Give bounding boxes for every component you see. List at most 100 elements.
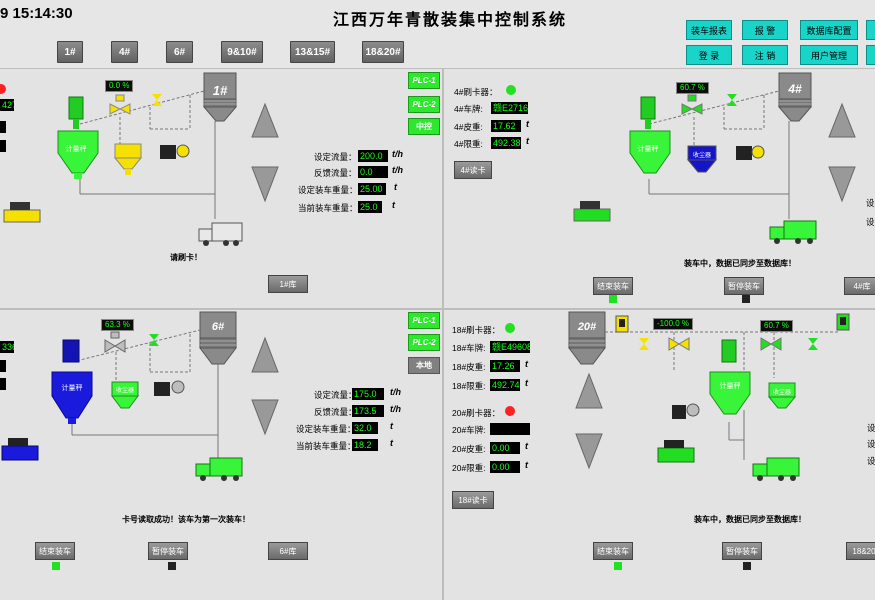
reader18-status-dot: [505, 323, 515, 333]
set-weight-label: 设定装车重量：: [298, 185, 358, 195]
db-config-button[interactable]: 数据库配置: [800, 20, 858, 40]
limit-value: 492.38: [491, 137, 521, 149]
current-weight-label: 当前装车重量：: [298, 203, 358, 213]
store-button[interactable]: 4#库: [844, 277, 875, 295]
silo-6-label: 6#: [212, 321, 225, 333]
logout-button[interactable]: 注 销: [742, 45, 788, 65]
nav-button-1[interactable]: 1#: [57, 41, 83, 63]
panel-silo-6: 6# 计量秤 收尘器 63.3 % 336 PLC-1 PL: [0, 310, 442, 600]
nav-button-9-10[interactable]: 9&10#: [221, 41, 263, 63]
plc1-button[interactable]: PLC-1: [408, 312, 440, 329]
current-weight-unit: t: [390, 438, 393, 448]
stop-loading-button[interactable]: 结束装车: [593, 277, 633, 295]
login-button[interactable]: 登 录: [686, 45, 732, 65]
cut-value-2: [0, 121, 6, 133]
cut-label-1: 设: [866, 198, 875, 208]
feedback-flow-value: 173.5: [352, 405, 384, 417]
nav-button-4[interactable]: 4#: [111, 41, 138, 63]
silo-4-diagram: 4# 计量秤 收尘器: [573, 72, 856, 244]
alarm-button[interactable]: 报 警: [742, 20, 788, 40]
pause-indicator: [743, 562, 751, 570]
read-card-button[interactable]: 4#读卡: [454, 161, 492, 179]
tare18-unit: t: [525, 359, 528, 369]
status-message: 请刷卡！: [170, 253, 202, 262]
cut-value-3: [0, 378, 6, 390]
pause-loading-button[interactable]: 暂停装车: [724, 277, 764, 295]
set-weight-value: 32.0: [352, 422, 378, 434]
weigher-label: 计量秤: [720, 381, 741, 390]
plc1-button[interactable]: PLC-1: [408, 72, 440, 89]
reader-label: 4#刷卡器：: [454, 87, 498, 97]
feedback-flow-label: 反馈流量：: [314, 168, 357, 178]
current-weight-label: 当前装车重量：: [296, 441, 356, 451]
dust-label: 收尘器: [116, 386, 134, 394]
cut-value-3: [0, 140, 6, 152]
feedback-flow-label: 反馈流量：: [314, 407, 357, 417]
tare20-unit: t: [525, 441, 528, 451]
plate-value: 赣E27167: [491, 102, 528, 114]
set-flow-value: 200.0: [358, 150, 388, 162]
set-weight-unit: t: [394, 182, 397, 192]
nav-button-18-20[interactable]: 18&20#: [362, 41, 404, 63]
reader18-label: 18#刷卡器：: [452, 325, 501, 335]
stop-loading-button[interactable]: 结束装车: [35, 542, 75, 560]
weigher-label: 计量秤: [638, 144, 659, 153]
tare20-label: 20#皮重:: [452, 444, 486, 454]
store-button[interactable]: 1#库: [268, 275, 308, 293]
status-message: 装车中，数据已同步至数据库！: [694, 515, 806, 524]
reader-status-dot: [0, 84, 6, 94]
cut-value-1: 427: [0, 99, 14, 111]
pause-indicator: [742, 295, 750, 303]
panel-silo-1: 1# 计量秤: [0, 69, 442, 308]
status-message: 卡号读取成功！该车为第一次装车！: [122, 515, 250, 524]
reader-status-dot: [506, 85, 516, 95]
reader20-label: 20#刷卡器：: [452, 408, 501, 418]
set-flow-value: 175.0: [352, 388, 384, 400]
cut-button-top[interactable]: [866, 20, 875, 40]
cut-label-1: 设: [867, 423, 875, 433]
store-button[interactable]: 6#库: [268, 542, 308, 560]
silo-18-20-diagram: 20# 计量秤 收尘器: [568, 311, 850, 481]
report-button[interactable]: 装车报表: [686, 20, 732, 40]
nav-button-6[interactable]: 6#: [166, 41, 193, 63]
dust-label: 收尘器: [773, 388, 791, 396]
feedback-flow-unit: t/h: [390, 404, 401, 414]
set-weight-value: 25.00: [358, 183, 386, 195]
pause-loading-button[interactable]: 暂停装车: [148, 542, 188, 560]
plc2-button[interactable]: PLC-2: [408, 96, 440, 113]
cut-label-2: 设: [866, 217, 875, 227]
limit18-unit: t: [525, 378, 528, 388]
limit-unit: t: [526, 136, 529, 146]
tare-label: 4#皮重:: [454, 122, 483, 132]
cut-button-bottom[interactable]: [866, 45, 875, 65]
silo-1-diagram: 1# 计量秤: [3, 72, 279, 246]
current-weight-value: 18.2: [352, 439, 378, 451]
stop-indicator: [52, 562, 60, 570]
limit-label: 4#限重:: [454, 139, 483, 149]
plate20-value: [490, 423, 530, 435]
pause-indicator: [168, 562, 176, 570]
user-admin-button[interactable]: 用户管理: [800, 45, 858, 65]
pause-loading-button[interactable]: 暂停装车: [722, 542, 762, 560]
limit20-value: 0.00: [490, 461, 520, 473]
flow-percentage: 63.3 %: [101, 319, 134, 331]
plate18-label: 18#车牌:: [452, 343, 486, 353]
set-flow-unit: t/h: [392, 149, 403, 159]
control-mode-button[interactable]: 本地: [408, 357, 440, 374]
datetime: 9 15:14:30: [0, 5, 73, 22]
plate-label: 4#车牌:: [454, 104, 483, 114]
control-mode-button[interactable]: 中控: [408, 118, 440, 135]
stop-loading-button[interactable]: 结束装车: [593, 542, 633, 560]
tare-value: 17.62: [491, 120, 521, 132]
silo-4-label: 4#: [787, 82, 802, 96]
plc2-button[interactable]: PLC-2: [408, 334, 440, 351]
read-card-button[interactable]: 18#读卡: [452, 491, 494, 509]
set-flow-label: 设定流量：: [314, 390, 357, 400]
cut-label-3: 设: [867, 456, 875, 466]
store-button[interactable]: 18&20: [846, 542, 875, 560]
cut-value-2: [0, 360, 6, 372]
flow-percentage-b: 60.7 %: [760, 320, 793, 332]
nav-button-13-15[interactable]: 13&15#: [290, 41, 335, 63]
silo-1-label: 1#: [213, 83, 228, 98]
flow-percentage: 0.0 %: [105, 80, 134, 92]
